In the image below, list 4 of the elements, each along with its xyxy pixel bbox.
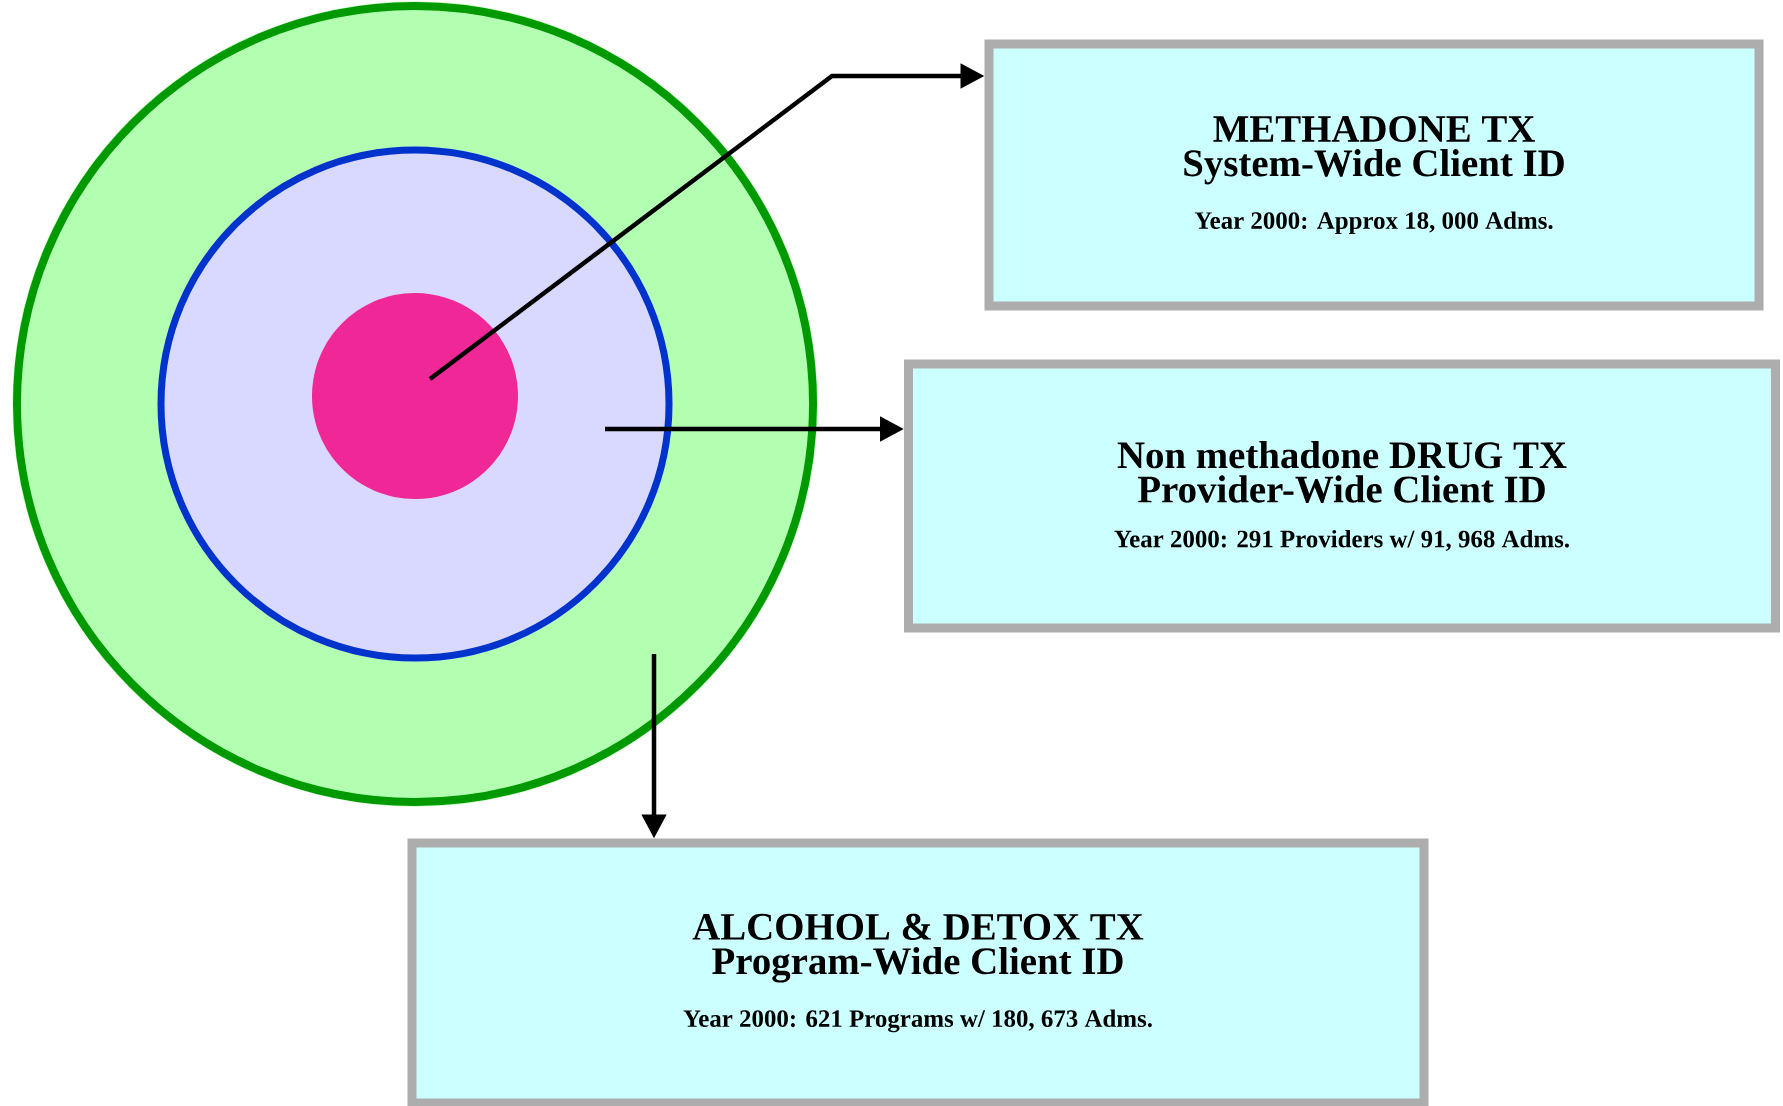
text-box: Non methadone DRUG TX Provider-Wide Client ID Year 2000: 291 Providers w/ 91, 968 Adms. — [904, 359, 1781, 633]
text-box: ALCOHOL & DETOX TX Program-Wide Client ID Year 2000: 621 Programs w/ 180, 673 Adms. — [407, 838, 1429, 1106]
target-circle — [312, 293, 518, 499]
text-box: METHADONE TX System-Wide Client ID Year 2000: Approx 18, 000 Adms. — [984, 39, 1764, 311]
